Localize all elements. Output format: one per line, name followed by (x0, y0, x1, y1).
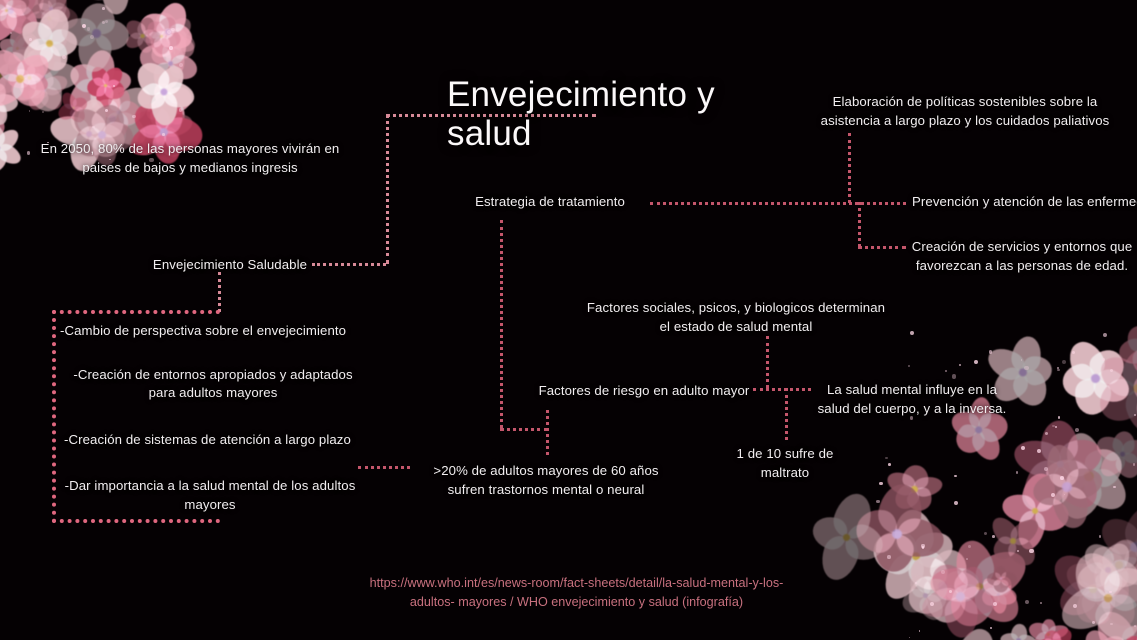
node-politicas: Elaboración de políticas sostenibles sob… (820, 93, 1110, 130)
connector-factores-determinan-vertical (766, 336, 769, 388)
node-salud-mental-cuerpo: La salud mental influye en la salud del … (812, 381, 1012, 418)
bullet-list: -Cambio de perspectiva sobre el envejeci… (60, 320, 360, 432)
connector-bottom-horizontal (500, 428, 548, 431)
connector-estrategia-horizontal (650, 202, 906, 205)
list-item: -Creación de sistemas de atención a larg… (64, 431, 360, 450)
node-stat-2050: En 2050, 80% de las personas mayores viv… (40, 140, 340, 177)
connector-estrategia-vertical (500, 220, 503, 428)
list-item: -Creación de entornos apropiados y adapt… (66, 366, 360, 403)
node-factores-riesgo: Factores de riesgo en adulto mayor (538, 382, 750, 401)
source-link[interactable]: https://www.who.int/es/news-room/fact-sh… (349, 574, 804, 612)
connector-factores-riesgo-horizontal (753, 388, 811, 391)
node-envejecimiento-saludable: Envejecimiento Saludable (150, 256, 310, 275)
list-item: -Cambio de perspectiva sobre el envejeci… (60, 322, 360, 341)
connector-envejecimiento-to-bracket (218, 272, 221, 312)
page-title: Envejecimiento y salud (447, 76, 807, 153)
connector-title-vertical (386, 114, 389, 264)
node-factores-determinan: Factores sociales, psicos, y biologicos … (586, 299, 886, 336)
floral-decoration-bottom-right (847, 280, 1137, 640)
connector-politicas-vertical (848, 133, 851, 203)
node-trastornos: >20% de adultos mayores de 60 años sufre… (418, 462, 674, 499)
connector-servicios-vertical (858, 202, 861, 247)
connector-servicios-horizontal (858, 246, 906, 249)
node-maltrato: 1 de 10 sufre de maltrato (722, 445, 848, 482)
connector-to-envejecimiento-saludable (312, 263, 386, 266)
node-prevencion: Prevención y atención de las enfermeda (912, 193, 1137, 212)
node-servicios: Creación de servicios y entornos que fav… (906, 238, 1137, 275)
connector-bullets-to-trastornos (358, 466, 410, 469)
connector-trastornos-vertical (546, 410, 549, 455)
node-estrategia: Estrategia de tratamiento (455, 193, 645, 212)
connector-maltrato-vertical (785, 388, 788, 440)
list-item: -Dar importancia a la salud mental de lo… (60, 477, 360, 514)
